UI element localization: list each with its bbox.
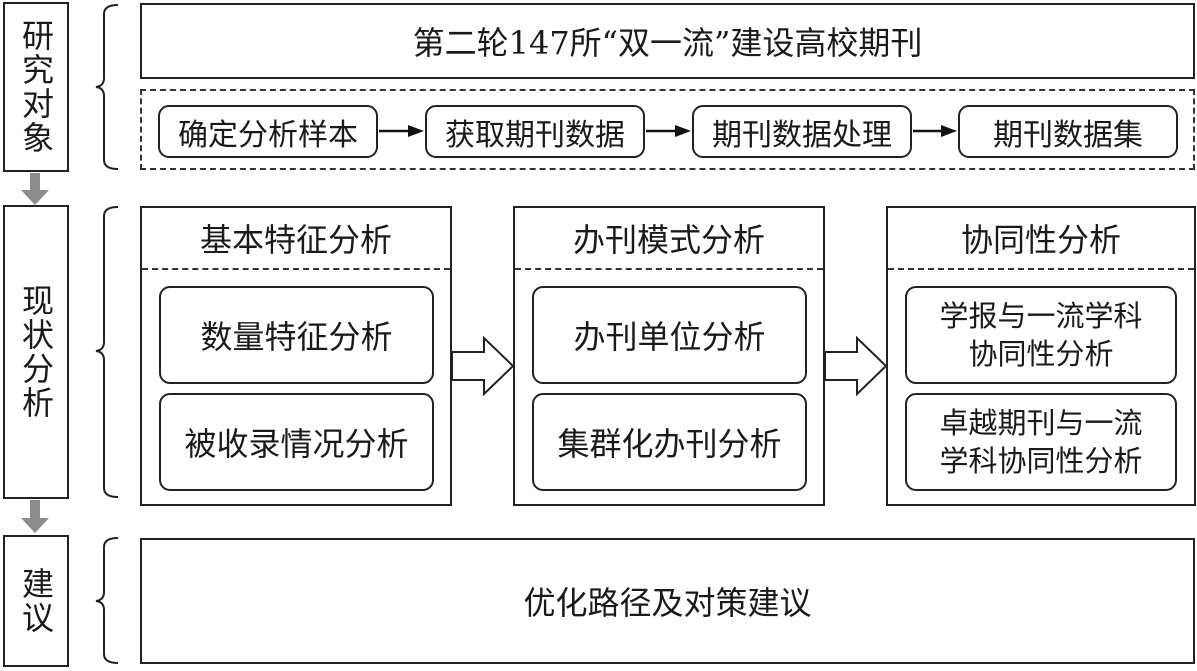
item-excellent-journal-synergy: 卓越期刊与一流学科协同性分析 [905,393,1177,491]
item-journal-discipline-synergy-label: 学报与一流学科协同性分析 [939,298,1143,371]
item-journal-discipline-synergy: 学报与一流学科协同性分析 [905,286,1177,384]
item-indexing-analysis-label: 被收录情况分析 [184,425,409,463]
step-process-journal-data-label: 期刊数据处理 [712,117,892,153]
stage-suggestion: 建议 [3,535,69,667]
item-quantity-analysis-label: 数量特征分析 [200,318,393,356]
item-indexing-analysis: 被收录情况分析 [159,393,434,491]
suggestion-box: 优化路径及对策建议 [140,538,1195,664]
item-publisher-analysis: 办刊单位分析 [532,286,807,384]
item-excellent-journal-synergy-label: 卓越期刊与一流学科协同性分析 [939,405,1143,478]
step-get-journal-data: 获取期刊数据 [425,105,645,158]
stage-status-analysis: 现状分析 [3,205,69,499]
stage-arrow-1 [21,173,49,205]
step-arrow-3 [913,125,957,137]
item-cluster-analysis-label: 集群化办刊分析 [557,425,782,463]
stage-arrow-2 [21,500,49,533]
panel-arrow-2 [824,335,888,397]
suggestion-label: 优化路径及对策建议 [523,584,812,622]
step-arrow-1 [379,125,424,137]
brace-suggestion [95,537,119,664]
research-title: 第二轮147所“双一流”建设高校期刊 [412,24,923,62]
item-quantity-analysis: 数量特征分析 [159,286,434,384]
panel-basic-features-divider [142,268,450,270]
stage-suggestion-label: 建议 [17,567,55,635]
step-get-journal-data-label: 获取期刊数据 [445,117,625,153]
brace-research-object [95,4,119,170]
research-title-box: 第二轮147所“双一流”建设高校期刊 [140,3,1195,79]
stage-status-analysis-label: 现状分析 [17,284,55,420]
step-journal-dataset-label: 期刊数据集 [993,117,1143,153]
step-determine-sample: 确定分析样本 [158,105,378,158]
research-steps-container [140,89,1195,170]
panel-basic-features-title: 基本特征分析 [199,221,392,259]
panel-synergy-divider [888,268,1194,270]
panel-synergy-title: 协同性分析 [960,221,1121,259]
stage-research-object: 研究对象 [3,2,69,172]
panel-publishing-mode-title: 办刊模式分析 [572,221,765,259]
step-determine-sample-label: 确定分析样本 [178,117,358,153]
panel-arrow-1 [451,335,515,397]
brace-status-analysis [95,206,119,498]
step-process-journal-data: 期刊数据处理 [692,105,912,158]
item-publisher-analysis-label: 办刊单位分析 [573,318,766,356]
item-cluster-analysis: 集群化办刊分析 [532,393,807,491]
step-journal-dataset: 期刊数据集 [958,105,1178,158]
panel-publishing-mode-divider [515,268,823,270]
step-arrow-2 [646,125,691,137]
stage-research-object-label: 研究对象 [17,19,55,155]
